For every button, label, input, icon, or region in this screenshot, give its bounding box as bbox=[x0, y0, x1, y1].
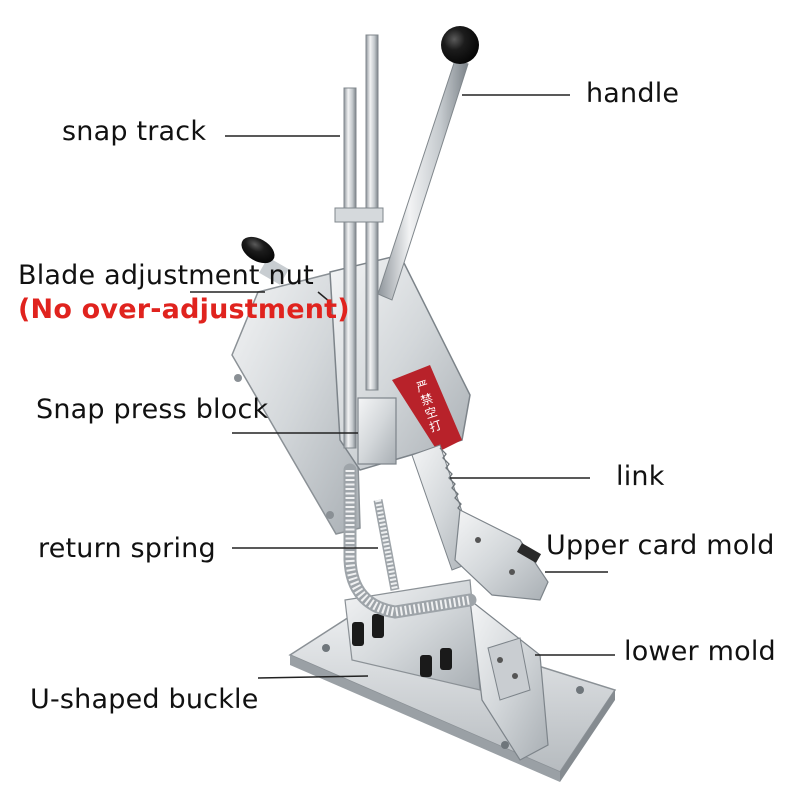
label-snap-track: snap track bbox=[62, 116, 207, 147]
lower-mold-part bbox=[469, 598, 549, 761]
blade-adjustment-nut-part bbox=[241, 236, 289, 285]
label-snap-press-block: Snap press block bbox=[36, 394, 269, 425]
bolt bbox=[440, 648, 452, 670]
label-lower-mold: lower mold bbox=[624, 636, 776, 667]
upper-card-mold-part bbox=[454, 509, 549, 601]
bolt bbox=[352, 622, 364, 646]
label-u-shaped-buckle: U-shaped buckle bbox=[30, 684, 259, 715]
base-hole bbox=[501, 741, 509, 749]
leader-line-blade-warning bbox=[317, 291, 331, 318]
bolt bbox=[372, 614, 384, 638]
label-blade-adjustment-nut: Blade adjustment nut bbox=[18, 260, 314, 291]
snap-track-part bbox=[334, 34, 384, 449]
leader-line-u-buckle bbox=[257, 675, 369, 679]
label-blade-warning: (No over-adjustment) bbox=[18, 294, 350, 325]
warning-plate bbox=[392, 365, 462, 452]
snap-press-block-part bbox=[357, 397, 397, 465]
base-hole bbox=[576, 686, 584, 694]
return-spring-part bbox=[343, 463, 477, 619]
bolt bbox=[420, 655, 432, 677]
label-upper-card-mold: Upper card mold bbox=[546, 530, 775, 561]
label-return-spring: return spring bbox=[38, 533, 216, 564]
handle-knob bbox=[441, 26, 479, 64]
label-link: link bbox=[616, 461, 665, 492]
handle-part bbox=[377, 26, 479, 301]
label-handle: handle bbox=[586, 78, 680, 109]
base-hole bbox=[322, 644, 330, 652]
warning-plate-text: 严禁空打 bbox=[415, 378, 444, 435]
leader-lines bbox=[190, 94, 615, 679]
